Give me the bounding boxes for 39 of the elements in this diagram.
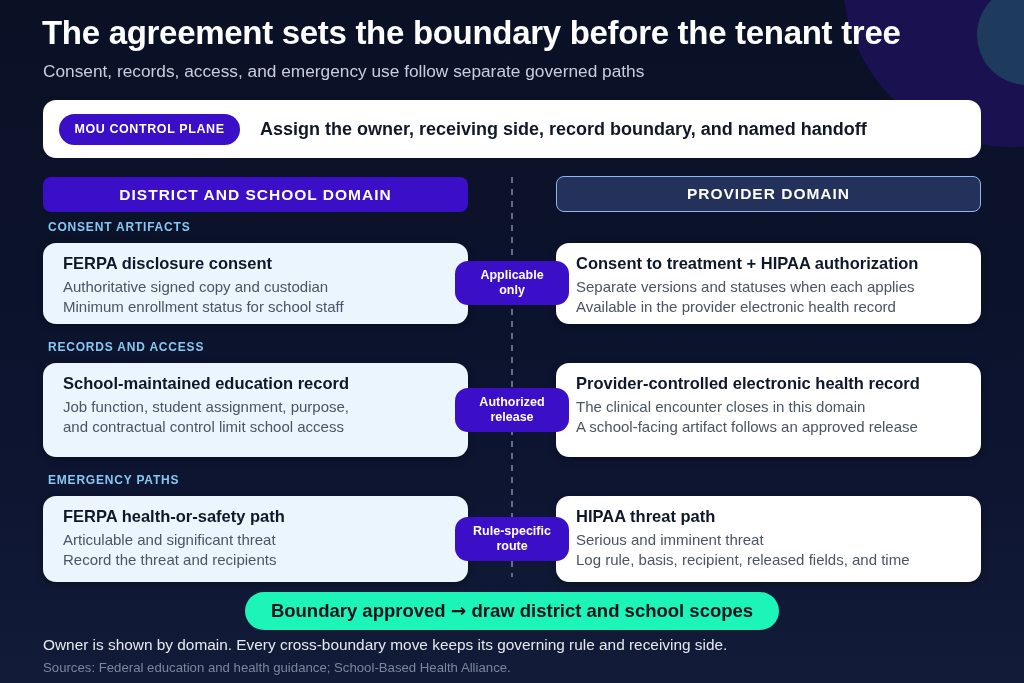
card-text: A school-facing artifact follows an approved release — [576, 417, 918, 437]
card-text: Separate versions and statuses when each applies — [576, 277, 915, 297]
info-card — [43, 363, 468, 457]
section-heading: CONSENT ARTIFACTS — [48, 220, 191, 234]
card-title: FERPA disclosure consent — [63, 253, 273, 273]
info-card — [556, 363, 981, 457]
card-text: Minimum enrollment status for school staff — [63, 297, 344, 317]
footnote: Owner is shown by domain. Every cross-boundary move keeps its governing rule and receiving side. — [43, 636, 728, 654]
domain-header: PROVIDER DOMAIN — [556, 176, 981, 212]
control-plane-bar — [43, 100, 981, 158]
card-title: FERPA health-or-safety path — [63, 506, 285, 526]
section-heading: EMERGENCY PATHS — [48, 473, 180, 487]
card-text: Authoritative signed copy and custodian — [63, 277, 329, 297]
card-title: School-maintained education record — [63, 373, 350, 393]
boundary-tag: Authorized release — [455, 388, 569, 432]
control-plane-text: Assign the owner, receiving side, record boundary, and named handoff — [260, 118, 867, 140]
boundary-tag: Rule-specific route — [455, 517, 569, 561]
source-note: Sources: Federal education and health guidance; School-Based Health Alliance. — [43, 660, 511, 675]
domain-header: DISTRICT AND SCHOOL DOMAIN — [43, 177, 468, 212]
card-title: Provider-controlled electronic health record — [576, 373, 920, 393]
approval-banner: Boundary approved → draw district and school scopes — [245, 592, 779, 630]
plane-tag: MOU CONTROL PLANE — [59, 114, 240, 145]
subtitle: Consent, records, access, and emergency use follow separate governed paths — [43, 61, 645, 82]
card-text: Articulable and significant threat — [63, 530, 276, 550]
info-card — [43, 243, 468, 324]
card-text: Serious and imminent threat — [576, 530, 764, 550]
info-card — [556, 496, 981, 582]
card-text: Log rule, basis, recipient, released fields, and time — [576, 550, 910, 570]
boundary-tag: Applicable only — [455, 261, 569, 305]
card-text: Available in the provider electronic health record — [576, 297, 896, 317]
card-text: Record the threat and recipients — [63, 550, 277, 570]
card-title: Consent to treatment + HIPAA authorization — [576, 253, 919, 273]
info-card — [43, 496, 468, 582]
section-heading: RECORDS AND ACCESS — [48, 340, 205, 354]
title: The agreement sets the boundary before the tenant tree — [42, 13, 901, 53]
info-card — [556, 243, 981, 324]
card-text: Job function, student assignment, purpose, and contractual control limit school access — [63, 397, 350, 437]
card-title: HIPAA threat path — [576, 506, 716, 526]
card-text: The clinical encounter closes in this domain — [576, 397, 866, 417]
